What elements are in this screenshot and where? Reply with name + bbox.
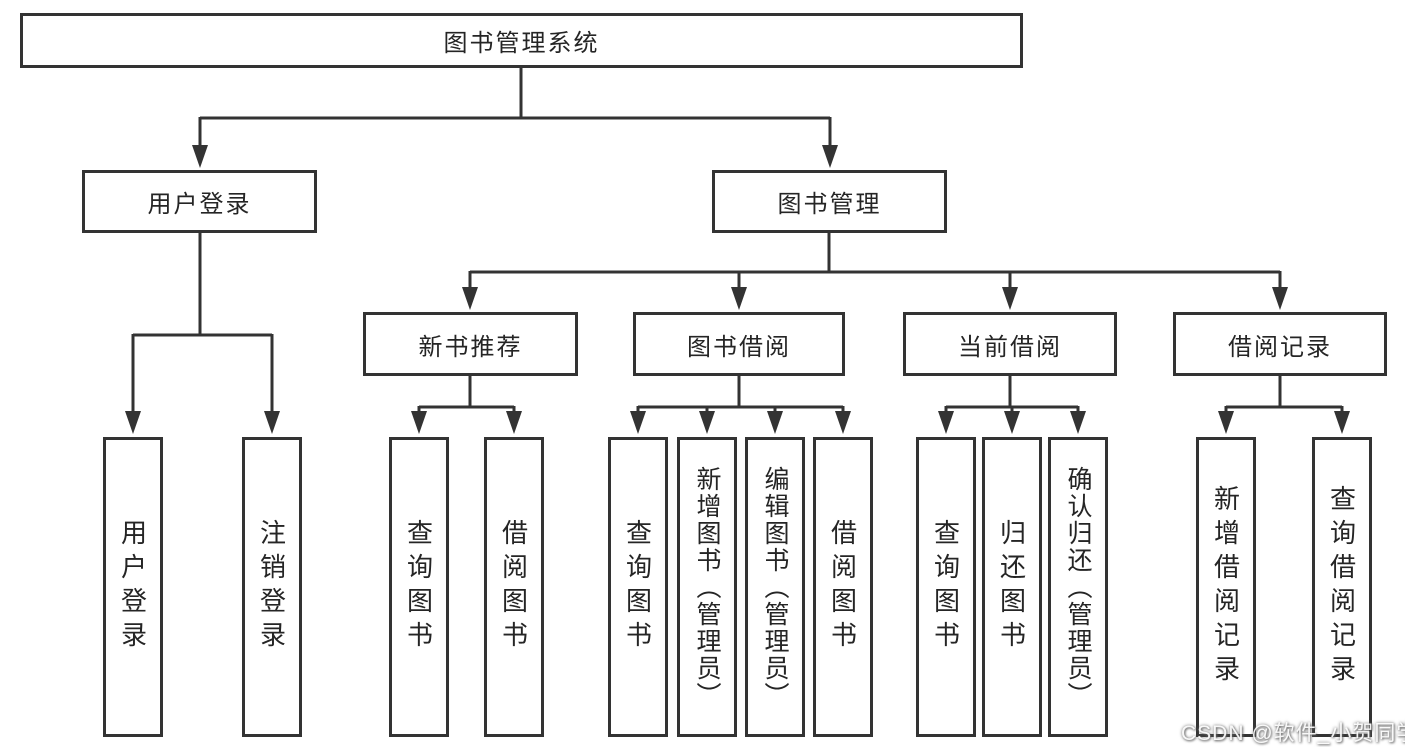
node-root-label: 图书管理系统	[443, 30, 600, 57]
node-new-book-recommend: 新书推荐	[363, 312, 578, 376]
leaf-return-book-label: 归还图书	[996, 519, 1027, 655]
node-user-login: 用户登录	[82, 170, 317, 233]
leaf-borrow-books-recommend: 借阅图书	[484, 437, 544, 737]
leaf-return-book: 归还图书	[982, 437, 1042, 737]
node-root-system: 图书管理系统	[20, 13, 1023, 68]
node-book-management: 图书管理	[712, 170, 947, 233]
leaf-add-book-admin: 新增图书（管理员）	[677, 437, 737, 737]
leaf-query-books-recommend: 查询图书	[389, 437, 449, 737]
watermark: CSDN @软件_小贺同学	[1181, 722, 1405, 745]
leaf-query-books-borrow: 查询图书	[608, 437, 668, 737]
node-book-borrow-label: 图书借阅	[687, 333, 791, 361]
leaf-logout-label: 注销登录	[256, 519, 287, 655]
leaf-borrow-books-recommend-label: 借阅图书	[498, 519, 529, 655]
leaf-query-borrow-record-label: 查询借阅记录	[1326, 485, 1357, 689]
leaf-add-book-admin-label: 新增图书（管理员）	[693, 465, 721, 709]
leaf-confirm-return-admin-label: 确认归还（管理员）	[1064, 465, 1092, 709]
leaf-query-borrow-record: 查询借阅记录	[1312, 437, 1372, 737]
leaf-confirm-return-admin: 确认归还（管理员）	[1048, 437, 1108, 737]
leaf-logout: 注销登录	[242, 437, 302, 737]
leaf-add-borrow-record-label: 新增借阅记录	[1210, 485, 1241, 689]
leaf-query-books-current-label: 查询图书	[930, 519, 961, 655]
node-current-borrow-label: 当前借阅	[958, 333, 1062, 361]
leaf-query-books-borrow-label: 查询图书	[622, 519, 653, 655]
node-borrow-records: 借阅记录	[1173, 312, 1387, 376]
node-book-management-label: 图书管理	[777, 191, 882, 218]
leaf-user-login: 用户登录	[103, 437, 163, 737]
leaf-user-login-label: 用户登录	[117, 519, 148, 655]
leaf-query-books-recommend-label: 查询图书	[403, 519, 434, 655]
leaf-add-borrow-record: 新增借阅记录	[1196, 437, 1256, 737]
node-user-login-label: 用户登录	[147, 191, 252, 218]
node-book-borrow: 图书借阅	[633, 312, 845, 376]
arrowheads	[125, 145, 1350, 434]
node-new-book-recommend-label: 新书推荐	[418, 333, 523, 361]
node-borrow-records-label: 借阅记录	[1228, 333, 1332, 361]
node-current-borrow: 当前借阅	[903, 312, 1117, 376]
leaf-edit-book-admin-label: 编辑图书（管理员）	[761, 465, 789, 709]
leaf-borrow-books: 借阅图书	[813, 437, 873, 737]
leaf-borrow-books-label: 借阅图书	[827, 519, 858, 655]
leaf-edit-book-admin: 编辑图书（管理员）	[745, 437, 805, 737]
leaf-query-books-current: 查询图书	[916, 437, 976, 737]
